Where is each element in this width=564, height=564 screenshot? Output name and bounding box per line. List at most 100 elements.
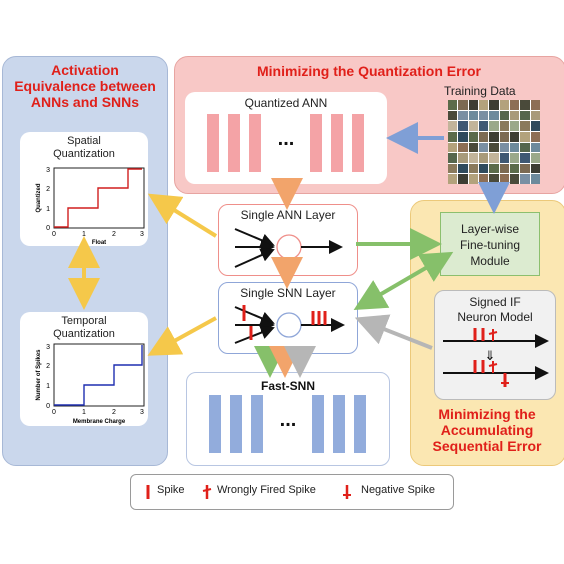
temporal-plot-frame — [53, 343, 145, 407]
training-thumbnail — [530, 142, 540, 153]
spatial-y-tick-0: 0 — [46, 225, 50, 232]
training-thumbnail — [530, 131, 540, 142]
training-thumbnail — [478, 142, 489, 153]
signed-if-line-2: Neuron Model — [457, 310, 533, 324]
legend-negative-spike-label: Negative Spike — [361, 484, 435, 496]
training-thumbnail — [478, 121, 489, 131]
training-thumbnail — [458, 142, 468, 153]
training-thumbnail — [458, 131, 468, 142]
training-data-image-grid — [448, 100, 540, 184]
spatial-quantization-plot: 0 1 2 3 0 1 2 3 Float Quantized — [36, 167, 145, 246]
training-thumbnail — [509, 131, 520, 142]
ann-bar-1 — [207, 114, 219, 172]
ann-neuron-diagram — [234, 228, 343, 268]
ann-ellipsis: ... — [277, 128, 295, 150]
spatial-x-tick-3: 3 — [140, 231, 144, 238]
training-thumbnail — [530, 174, 540, 184]
training-thumbnail — [520, 153, 530, 163]
spatial-quantization-title-2: Quantization — [53, 148, 115, 160]
spatial-x-tick-0: 0 — [52, 231, 56, 238]
arrow-finetune-snn-bidirectional — [353, 251, 454, 311]
sequential-error-title: Minimizing the Accumulating Sequential E… — [410, 406, 564, 454]
snn-bar-5 — [333, 395, 345, 453]
wrong-spike-2-cross — [488, 363, 498, 367]
spatial-step-line — [54, 168, 142, 228]
training-thumbnail — [530, 121, 540, 131]
temporal-quantization-title-2: Quantization — [53, 328, 115, 340]
training-thumbnail — [489, 121, 499, 131]
temporal-quantization-card: Temporal Quantization 0 1 2 3 0 1 2 3 Me… — [20, 312, 148, 426]
spatial-quantization-card: Spatial Quantization 0 1 2 3 0 1 2 3 Flo… — [20, 132, 148, 246]
legend-negative-spike-icon — [343, 485, 351, 499]
sequential-error-title-3: Sequential Error — [432, 438, 542, 454]
training-thumbnail — [448, 100, 458, 110]
training-thumbnail — [468, 100, 478, 110]
snn-bar-3 — [251, 395, 263, 453]
training-thumbnail — [499, 100, 509, 110]
single-ann-layer-label: Single ANN Layer — [240, 208, 336, 222]
temporal-y-tick-2: 2 — [46, 363, 50, 370]
training-thumbnail — [520, 163, 530, 174]
training-thumbnail — [458, 153, 468, 163]
activation-equivalence-title: Activation Equivalence between ANNs and … — [14, 62, 156, 110]
snn-input-3 — [234, 325, 275, 344]
arrow-signedif-to-snn — [354, 314, 433, 350]
snn-bar-6 — [354, 395, 366, 453]
training-thumbnail — [458, 163, 468, 174]
ann-bar-2 — [228, 114, 240, 172]
training-thumbnail — [489, 153, 499, 163]
training-data-label: Training Data — [444, 84, 516, 98]
training-thumbnail — [458, 121, 468, 131]
training-thumbnail — [468, 121, 478, 131]
snn-bar-1 — [209, 395, 221, 453]
training-thumbnail — [448, 121, 458, 131]
training-thumbnail — [509, 153, 520, 163]
temporal-y-tick-3: 3 — [46, 344, 50, 351]
wrong-spike-1-cross — [488, 331, 498, 335]
legend: Spike Wrongly Fired Spike Negative Spike — [130, 474, 454, 510]
training-thumbnail — [509, 174, 520, 184]
quantization-error-title: Minimizing the Quantization Error — [257, 63, 481, 79]
fast-snn-label: Fast-SNN — [260, 379, 315, 393]
ann-bar-6 — [352, 114, 364, 172]
training-thumbnail — [478, 174, 489, 184]
training-thumbnail — [448, 131, 458, 142]
training-thumbnail — [478, 110, 489, 121]
training-thumbnail — [499, 153, 509, 163]
temporal-ylabel: Number of Spikes — [36, 349, 42, 401]
temporal-x-tick-0: 0 — [52, 409, 56, 416]
training-thumbnail — [478, 100, 489, 110]
training-thumbnail — [499, 131, 509, 142]
ann-bar-3 — [249, 114, 261, 172]
training-thumbnail — [509, 163, 520, 174]
training-thumbnail — [520, 110, 530, 121]
training-thumbnail — [530, 163, 540, 174]
signed-if-neuron-card: Signed IF Neuron Model ⇓ — [434, 290, 556, 400]
temporal-y-tick-0: 0 — [46, 403, 50, 410]
signed-if-line-1: Signed IF — [469, 295, 521, 309]
legend-wrong-spike-label: Wrongly Fired Spike — [217, 484, 316, 496]
training-thumbnail — [478, 153, 489, 163]
training-thumbnail — [468, 142, 478, 153]
spatial-plot-frame — [53, 167, 145, 229]
quantized-ann-label: Quantized ANN — [244, 96, 328, 110]
training-thumbnail — [478, 163, 489, 174]
training-thumbnail — [448, 142, 458, 153]
training-thumbnail — [530, 110, 540, 121]
fine-tuning-line-2: Fine-tuning — [459, 238, 521, 252]
temporal-x-tick-3: 3 — [140, 409, 144, 416]
fine-tuning-line-3: Module — [470, 254, 510, 268]
training-thumbnail — [448, 153, 458, 163]
temporal-quantization-title-1: Temporal — [61, 315, 107, 327]
training-thumbnail — [520, 142, 530, 153]
training-thumbnail — [448, 174, 458, 184]
ann-bar-5 — [331, 114, 343, 172]
training-thumbnail — [468, 110, 478, 121]
training-thumbnail — [478, 131, 489, 142]
training-thumbnail — [499, 121, 509, 131]
ann-bar-4 — [310, 114, 322, 172]
training-thumbnail — [499, 110, 509, 121]
single-snn-layer-card: Single SNN Layer — [218, 282, 358, 354]
training-thumbnail — [489, 100, 499, 110]
signed-if-diagram: ⇓ — [443, 328, 549, 387]
